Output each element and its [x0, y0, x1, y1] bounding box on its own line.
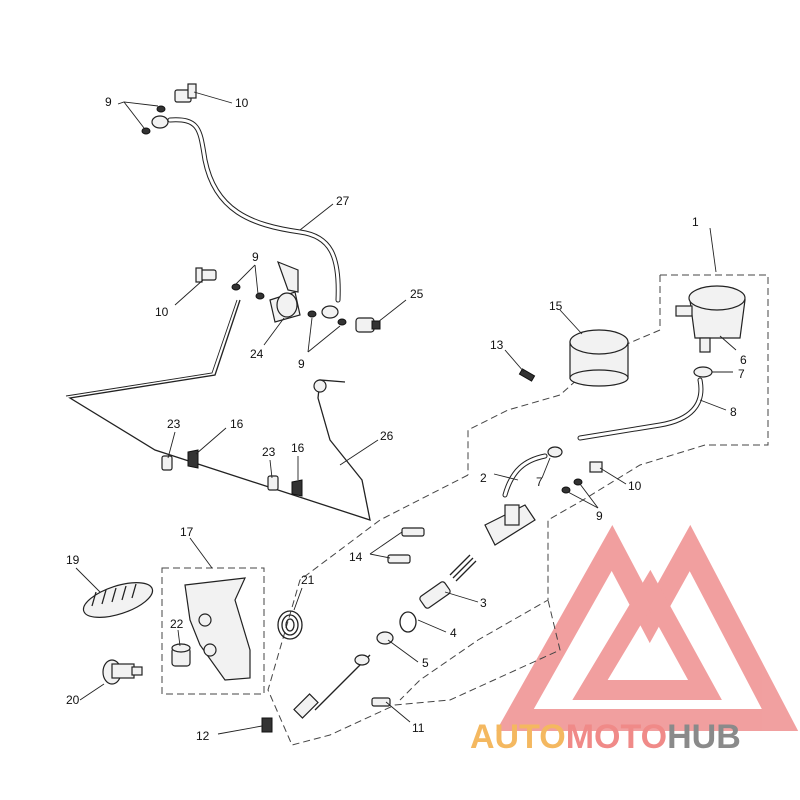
bolt-11: [371, 697, 391, 707]
washers-9-right: [307, 310, 347, 326]
washers-9-top: [141, 105, 166, 135]
clutch-pipe-26: [65, 299, 371, 521]
callout-12: 12: [196, 729, 210, 743]
callout-5: 5: [422, 656, 429, 670]
callout-20: 20: [66, 693, 80, 707]
spring-3: [449, 554, 477, 582]
bolts-14: [387, 527, 425, 564]
callout-2: 2: [480, 471, 487, 485]
piston-3: [419, 581, 451, 609]
circlip-4: [399, 611, 417, 633]
clutch-hose-27: [151, 115, 341, 319]
screw-13: [518, 368, 536, 382]
callout-7-top: 7: [738, 367, 745, 381]
master-cylinder-body: [484, 504, 536, 546]
callout-25: 25: [410, 287, 424, 301]
callout-9-right: 9: [298, 357, 305, 371]
callout-15: 15: [549, 299, 563, 313]
clamp-24: [269, 260, 301, 323]
pedal-17: [184, 577, 251, 681]
callout-14: 14: [349, 550, 363, 564]
callout-24: 24: [250, 347, 264, 361]
switch-25: [355, 317, 381, 333]
assembly-outline-master-cylinder: [267, 474, 561, 746]
callout-10-right: 10: [628, 479, 642, 493]
watermark-auto: AUTO: [470, 718, 566, 756]
cap-15: [569, 329, 629, 387]
pushrod-5: [293, 631, 394, 719]
callout-16-left: 16: [230, 417, 244, 431]
callout-10-top: 10: [235, 96, 249, 110]
reservoir-6: [675, 285, 746, 353]
callout-9-mid: 9: [252, 250, 259, 264]
callout-7-mid: 7: [536, 475, 543, 489]
washers-9-mid: [231, 283, 265, 300]
pivot-20: [102, 659, 143, 685]
callout-22: 22: [170, 617, 184, 631]
callout-10-mid: 10: [155, 305, 169, 319]
bush-22: [171, 643, 191, 667]
callout-9-top: 9: [105, 95, 112, 109]
hose-clip-7-mid: [547, 446, 563, 458]
callout-4: 4: [450, 626, 457, 640]
watermark-hub: HUB: [667, 718, 741, 756]
callout-6: 6: [740, 353, 747, 367]
pipe-clip-16-right: [291, 479, 303, 497]
pipe-clip-23-right: [267, 475, 279, 491]
watermark-text: AUTOMOTOHUB: [470, 718, 741, 757]
washers-9-lower: [561, 478, 583, 494]
leader-lines: [75, 91, 737, 735]
pipe-clip-23-left: [161, 455, 173, 471]
callout-8: 8: [730, 405, 737, 419]
hose-clip-7-top: [693, 366, 713, 378]
callout-3: 3: [480, 596, 487, 610]
callout-27: 27: [336, 194, 350, 208]
reservoir-hose-8: [577, 377, 704, 441]
callout-26: 26: [380, 429, 394, 443]
spring-21: [277, 610, 303, 640]
watermark-logo: [496, 524, 799, 731]
callout-17: 17: [180, 525, 194, 539]
callout-1: 1: [692, 215, 699, 229]
callout-23-right: 23: [262, 445, 276, 459]
rubber-19: [82, 582, 154, 618]
clip-12: [261, 717, 273, 733]
callout-21: 21: [301, 573, 315, 587]
callout-11: 11: [412, 721, 425, 735]
banjo-bolt-10-right: [589, 461, 603, 473]
callout-16-right: 16: [291, 441, 305, 455]
callout-13: 13: [490, 338, 504, 352]
pipe-clip-16-left: [187, 449, 199, 469]
banjo-bolt-10-mid: [195, 267, 217, 283]
callout-19: 19: [66, 553, 80, 567]
feed-hose-2: [502, 453, 548, 498]
assembly-outline-pedal: [161, 567, 265, 695]
watermark-moto: MOTO: [565, 718, 668, 756]
callout-labels: 1 2 3 4 5 6 7 7 8 9 9 9 9 10 10 10 11 12…: [66, 95, 747, 743]
callout-9-lower: 9: [596, 509, 603, 523]
callout-23-left: 23: [167, 417, 181, 431]
banjo-bolt-10-top: [174, 83, 197, 103]
